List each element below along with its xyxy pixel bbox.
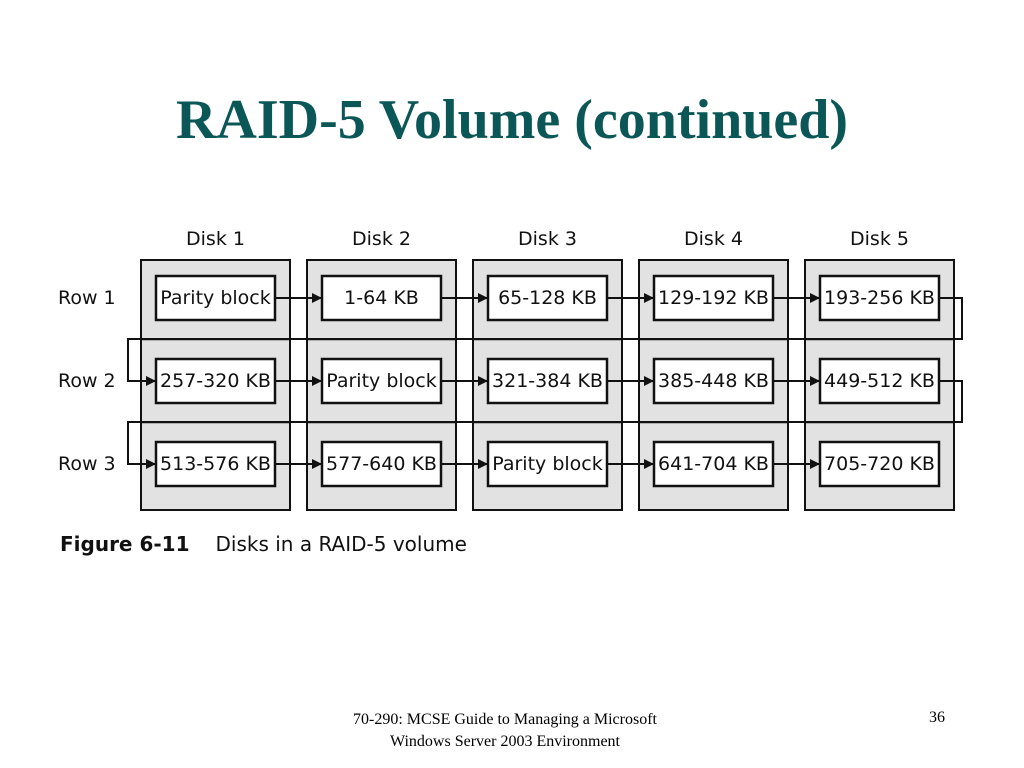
block-label: 385-448 KB — [658, 370, 769, 392]
data-block — [652, 440, 775, 488]
footer-line-2: Windows Server 2003 Environment — [390, 733, 620, 750]
row-label: Row 1 — [58, 287, 116, 309]
row-label: Row 3 — [58, 453, 116, 475]
slide-footer: 70-290: MCSE Guide to Managing a Microso… — [290, 709, 720, 753]
disk-header: Disk 5 — [850, 228, 909, 250]
wrap-connector — [127, 380, 963, 469]
block-label: 577-640 KB — [326, 453, 437, 475]
disk-header: Disk 2 — [352, 228, 411, 250]
disk-header: Disk 3 — [518, 228, 577, 250]
page-number: 36 — [929, 709, 945, 726]
data-block — [154, 274, 277, 322]
data-block — [320, 440, 443, 488]
footer-line-1: 70-290: MCSE Guide to Managing a Microso… — [353, 711, 657, 728]
block-label: 65-128 KB — [498, 287, 597, 309]
data-block — [818, 274, 941, 322]
block-label: 641-704 KB — [658, 453, 769, 475]
block-label: 449-512 KB — [824, 370, 935, 392]
block-label: 257-320 KB — [160, 370, 271, 392]
slide-title: RAID-5 Volume (continued) — [175, 89, 849, 151]
row-label: Row 2 — [58, 370, 116, 392]
data-block — [486, 440, 609, 488]
figure-number: Figure 6-11 — [60, 532, 190, 556]
data-block — [652, 357, 775, 405]
data-block — [652, 274, 775, 322]
data-block — [818, 440, 941, 488]
block-label: 321-384 KB — [492, 370, 603, 392]
data-block — [154, 440, 277, 488]
parity-block-label: Parity block — [492, 453, 602, 475]
block-label: 705-720 KB — [824, 453, 935, 475]
figure-caption: Figure 6-11 Disks in a RAID-5 volume — [60, 532, 467, 556]
parity-block-label: Parity block — [326, 370, 436, 392]
disk-header: Disk 4 — [684, 228, 743, 250]
wrap-connector — [127, 297, 963, 386]
block-label: 513-576 KB — [160, 453, 271, 475]
data-block — [320, 274, 443, 322]
data-block — [154, 357, 277, 405]
data-block — [486, 357, 609, 405]
block-label: 1-64 KB — [344, 287, 419, 309]
block-label: 129-192 KB — [658, 287, 769, 309]
parity-block-label: Parity block — [160, 287, 270, 309]
figure-caption-text: Disks in a RAID-5 volume — [215, 532, 467, 556]
block-label: 193-256 KB — [824, 287, 935, 309]
disk-header: Disk 1 — [186, 228, 245, 250]
